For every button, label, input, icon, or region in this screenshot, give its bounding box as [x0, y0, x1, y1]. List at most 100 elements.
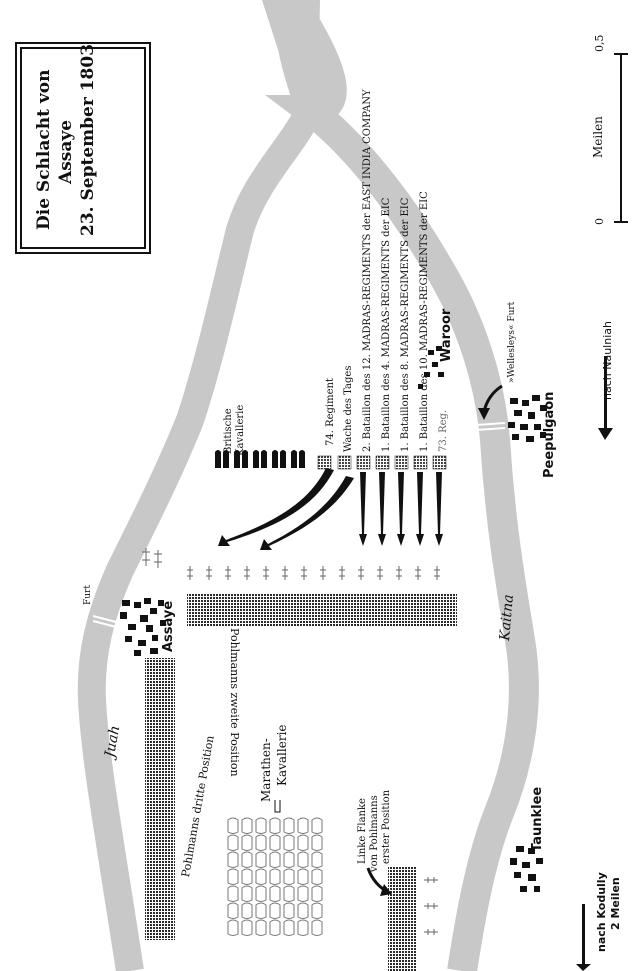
- scale-tick-end: 0,5: [593, 34, 606, 53]
- advance-arrow: [359, 472, 367, 546]
- battalion-block: [356, 455, 371, 470]
- gun-symbol: [415, 566, 421, 580]
- cavalry-symbol: [311, 834, 323, 851]
- pohlmann-third-line: [145, 658, 175, 940]
- river-kaitna: [265, 0, 539, 971]
- cavalry-symbol: [241, 902, 253, 919]
- cavalry-symbol: [255, 919, 267, 936]
- cavalry-symbol: [283, 817, 295, 834]
- label-british-cavalry-2: Kavallerie: [235, 404, 246, 456]
- gun-symbol: [142, 548, 150, 566]
- place-label-taunklee: Taunklee: [530, 786, 545, 852]
- unit-label-8th: 1. Bataillon des 8. MADRAS-REGIMENTS der…: [400, 197, 411, 452]
- cavalry-symbol: [255, 885, 267, 902]
- direction-label-naulniah: nach Naulniah: [601, 321, 614, 400]
- cavalry-symbol: [227, 851, 239, 868]
- label-maratha-cavalry-1: Marathen-: [259, 738, 273, 802]
- cavalry-symbol: [234, 450, 240, 468]
- cavalry-symbol: [283, 851, 295, 868]
- battalion-block: [413, 455, 428, 470]
- unit-label-73rd: 73. Reg.: [438, 409, 449, 452]
- cavalry-symbol: [297, 834, 309, 851]
- gun-symbol: [396, 566, 402, 580]
- cavalry-symbol: [269, 868, 281, 885]
- cavalry-symbol: [269, 919, 281, 936]
- cavalry-symbol: [269, 834, 281, 851]
- battalion-block: [375, 455, 390, 470]
- cavalry-symbol: [311, 902, 323, 919]
- pohlmann-second-line: [187, 594, 457, 626]
- cavalry-symbol: [311, 817, 323, 834]
- battalion-block: [432, 455, 447, 470]
- cavalry-symbol: [223, 450, 229, 468]
- battalion-block: [394, 455, 409, 470]
- scale-tick-start: 0: [593, 218, 606, 225]
- cavalry-symbol: [241, 885, 253, 902]
- cavalry-symbol: [227, 817, 239, 834]
- cavalry-symbol: [255, 851, 267, 868]
- pohlmann-first-line: [388, 866, 416, 971]
- gun-symbol: [187, 566, 193, 580]
- advance-arrow: [435, 472, 443, 546]
- title-line1: Die Schlacht von: [34, 69, 54, 230]
- title-cartouche: [15, 42, 151, 254]
- unit-label-4th: 1. Bataillon des 4. MADRAS-REGIMENTS der…: [381, 197, 392, 452]
- british-infantry: [317, 455, 447, 470]
- cavalry-symbol: [242, 450, 248, 468]
- ford-assaye: [92, 615, 121, 629]
- cavalry-symbol: [227, 919, 239, 936]
- cavalry-symbol: [311, 868, 323, 885]
- direction-label-kodully-2: 2 Meilen: [609, 877, 622, 930]
- cavalry-symbol: [253, 450, 259, 468]
- cavalry-symbol: [255, 834, 267, 851]
- maratha-cavalry-units: [227, 817, 323, 936]
- title-line2: Assaye: [56, 119, 76, 184]
- cavalry-symbol: [269, 851, 281, 868]
- cavalry-symbol: [241, 919, 253, 936]
- cavalry-symbol: [269, 885, 281, 902]
- advance-arrows: [218, 468, 443, 550]
- gun-symbol: [434, 566, 440, 580]
- cavalry-symbol: [311, 919, 323, 936]
- label-second-position: Pohlmanns zweite Position: [228, 628, 241, 777]
- ford-label-wellesley: »Wellesleys« Furt: [507, 301, 517, 383]
- gun-symbol: [377, 566, 383, 580]
- cavalry-symbol: [283, 919, 295, 936]
- label-first-position-1: Linke Flanke: [357, 798, 368, 864]
- cavalry-symbol: [261, 450, 267, 468]
- place-label-waroor: Waroor: [439, 308, 454, 362]
- cavalry-symbol: [227, 885, 239, 902]
- maratha-cavalry-brace: [274, 800, 281, 813]
- cavalry-symbol: [241, 834, 253, 851]
- gun-symbol: [301, 566, 307, 580]
- cavalry-symbol: [291, 450, 297, 468]
- cavalry-symbol: [227, 902, 239, 919]
- village-assaye: [120, 598, 166, 656]
- gun-symbol: [320, 566, 326, 580]
- place-label-assaye: Assaye: [161, 600, 176, 652]
- river-label-kaitna: Kaitna: [497, 593, 517, 642]
- cavalry-symbol: [215, 450, 221, 468]
- unit-label-pickets: Wache des Tages: [343, 365, 354, 452]
- direction-arrow-naulniah: [598, 356, 613, 440]
- label-maratha-cavalry-2: Kavallerie: [275, 724, 289, 786]
- label-first-position-3: erster Position: [381, 789, 392, 864]
- advance-arrow: [397, 472, 405, 546]
- village-waroor: [418, 346, 444, 389]
- label-first-position-2: von Pohlmanns: [369, 795, 380, 872]
- village-peepulgaon: [508, 395, 547, 442]
- gun-symbol: [358, 566, 364, 580]
- cavalry-symbol: [241, 868, 253, 885]
- cavalry-symbol: [297, 902, 309, 919]
- gun-symbol: [424, 903, 438, 909]
- cavalry-symbol: [297, 868, 309, 885]
- cavalry-symbol: [311, 885, 323, 902]
- cavalry-symbol: [297, 885, 309, 902]
- cavalry-symbol: [241, 851, 253, 868]
- enemy-guns: [142, 548, 440, 935]
- cavalry-symbol: [269, 902, 281, 919]
- gun-symbol: [424, 877, 438, 883]
- ford-wellesley: [475, 422, 506, 431]
- cavalry-symbol: [283, 902, 295, 919]
